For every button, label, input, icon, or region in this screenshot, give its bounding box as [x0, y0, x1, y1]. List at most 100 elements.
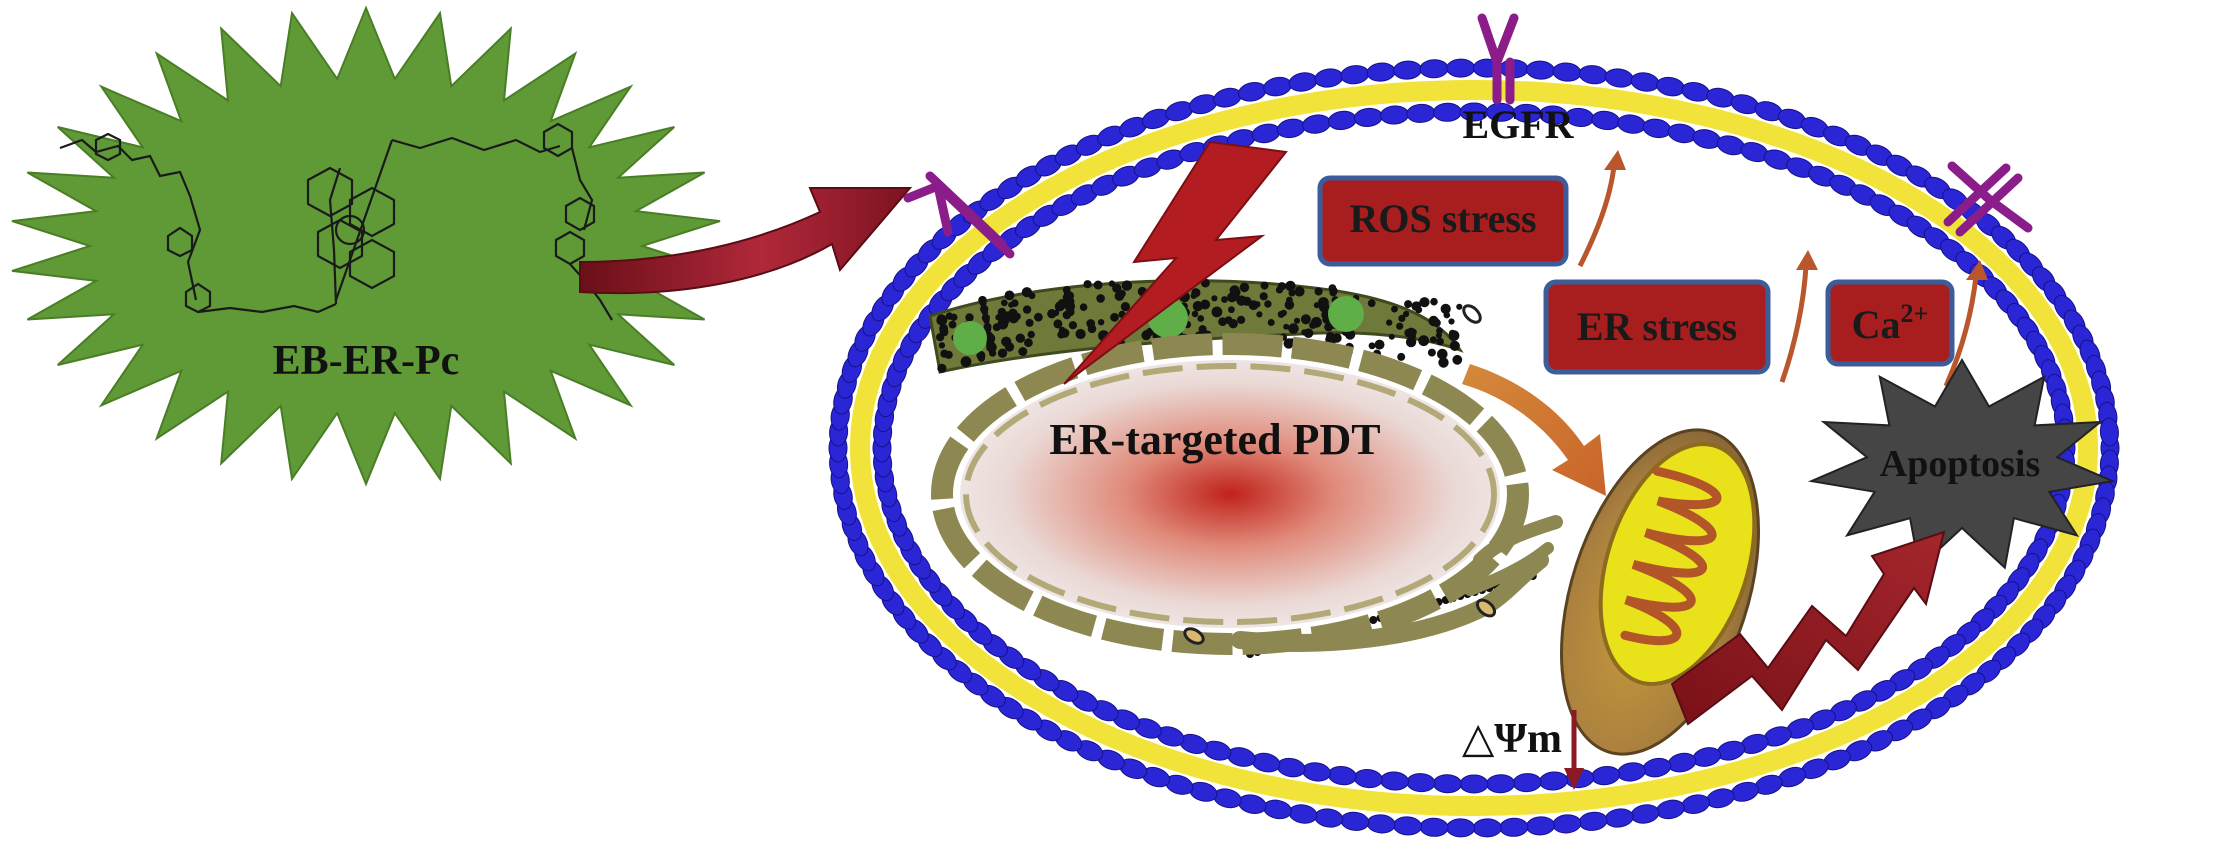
ribosome	[1218, 317, 1227, 326]
ribosome	[948, 320, 957, 329]
ribosome	[1404, 328, 1413, 338]
lipid-head	[1591, 110, 1621, 131]
up-arrow-icon	[1577, 150, 1626, 268]
lipid-head	[1302, 114, 1331, 134]
lipid-head	[1302, 762, 1331, 782]
ribosome	[965, 313, 974, 322]
ribosome	[1388, 333, 1395, 340]
endoplasmic-reticulum	[928, 253, 1563, 658]
lipid-head	[1642, 118, 1672, 139]
lipid-head	[1227, 747, 1256, 767]
lipid-head	[1446, 58, 1476, 78]
ribosome	[1419, 297, 1430, 308]
ribosome	[1112, 283, 1122, 293]
ribosome	[1448, 318, 1455, 325]
nucleus	[960, 360, 1500, 628]
ribosome	[1303, 328, 1314, 339]
lipid-head	[1314, 68, 1344, 88]
ribosome	[1053, 309, 1060, 316]
lipid-head	[1486, 774, 1516, 794]
ribosome	[1277, 310, 1285, 318]
lipid-head	[1340, 65, 1370, 85]
lipid-head	[1472, 818, 1502, 838]
ribosome	[1093, 280, 1103, 290]
entry-arrow	[579, 187, 913, 295]
ribosome	[1034, 312, 1043, 322]
ribosome	[1403, 310, 1410, 318]
lipid-head	[1288, 72, 1318, 92]
lipid-head	[1578, 811, 1608, 831]
ribosome	[1448, 330, 1460, 341]
ribosome	[950, 313, 958, 321]
lipid-head	[1642, 757, 1672, 778]
lipid-head	[1459, 774, 1489, 794]
lipid-head	[1251, 123, 1281, 144]
lipid-head	[1276, 757, 1306, 778]
ribosome	[1430, 336, 1437, 343]
apoptosis-label: Apoptosis	[1880, 443, 2041, 485]
nuclear-envelope-inner	[963, 363, 1497, 625]
lipid-head	[1393, 60, 1422, 80]
ribosome	[983, 317, 990, 324]
lipid-head	[1327, 765, 1357, 786]
lipid-head	[1393, 816, 1422, 836]
compound-label: EB-ER-Pc	[273, 338, 460, 384]
ribosome	[1070, 322, 1077, 329]
ribosome	[939, 327, 949, 337]
ribosome	[1025, 318, 1034, 327]
lipid-head	[1251, 752, 1281, 773]
cell-membrane	[828, 58, 2120, 838]
ribosome	[1452, 354, 1463, 365]
ribosome	[1239, 282, 1250, 293]
lipid-head	[1578, 65, 1608, 85]
ribosome	[1436, 327, 1443, 335]
zigzag-arrow	[1670, 530, 1946, 726]
egfr-receptor-right-icon	[1943, 161, 2033, 237]
ribosome	[1404, 300, 1413, 309]
ribosome	[1314, 287, 1323, 296]
calcium-superscript: 2+	[1901, 299, 1929, 328]
ribosome	[1318, 301, 1330, 313]
ribosome	[1294, 286, 1305, 297]
ribosome	[960, 356, 972, 368]
ribosome	[1386, 319, 1393, 326]
up-arrow-icon	[1779, 250, 1818, 383]
ros-stress-label: ROS stress	[1349, 196, 1536, 241]
ribosome	[1211, 306, 1223, 318]
membrane-lipid-heads	[828, 58, 2120, 838]
ribosome	[1329, 288, 1337, 297]
ribosome	[986, 342, 997, 353]
ribosome	[1285, 280, 1296, 292]
calcium-box: Ca2+	[1825, 279, 1955, 367]
ribosome	[1427, 348, 1436, 357]
apoptosis-star	[1807, 358, 2117, 570]
ribosome	[1397, 352, 1406, 361]
lipid-head	[1213, 788, 1242, 809]
lipid-head	[1617, 762, 1646, 782]
ribosome	[936, 314, 948, 326]
lipid-head	[1380, 105, 1409, 125]
lipid-head	[1706, 788, 1735, 809]
ros-stress-box: ROS stress	[1317, 175, 1569, 267]
ribosome	[1110, 312, 1119, 322]
lipid-head	[1604, 68, 1634, 88]
ribosome	[1145, 327, 1154, 337]
er-to-mito-arrow	[1462, 364, 1606, 496]
lipid-head	[1327, 110, 1357, 131]
lipid-head	[1353, 107, 1383, 127]
cristae	[1620, 466, 1722, 646]
small-vesicle	[1183, 627, 1205, 645]
small-vesicle	[1462, 304, 1482, 324]
lipid-head	[1706, 87, 1735, 108]
molecule-structure-icon	[59, 122, 613, 321]
ribosome	[1015, 333, 1025, 343]
ribosome	[1275, 286, 1284, 294]
ribosome	[1313, 302, 1320, 309]
lipid-head	[1630, 72, 1660, 92]
er-tubule	[1464, 542, 1554, 596]
ribosome	[1332, 333, 1342, 343]
ribosome	[998, 311, 1007, 320]
ribosome	[1000, 299, 1008, 307]
egfr-receptor-top-icon	[1477, 13, 1519, 105]
